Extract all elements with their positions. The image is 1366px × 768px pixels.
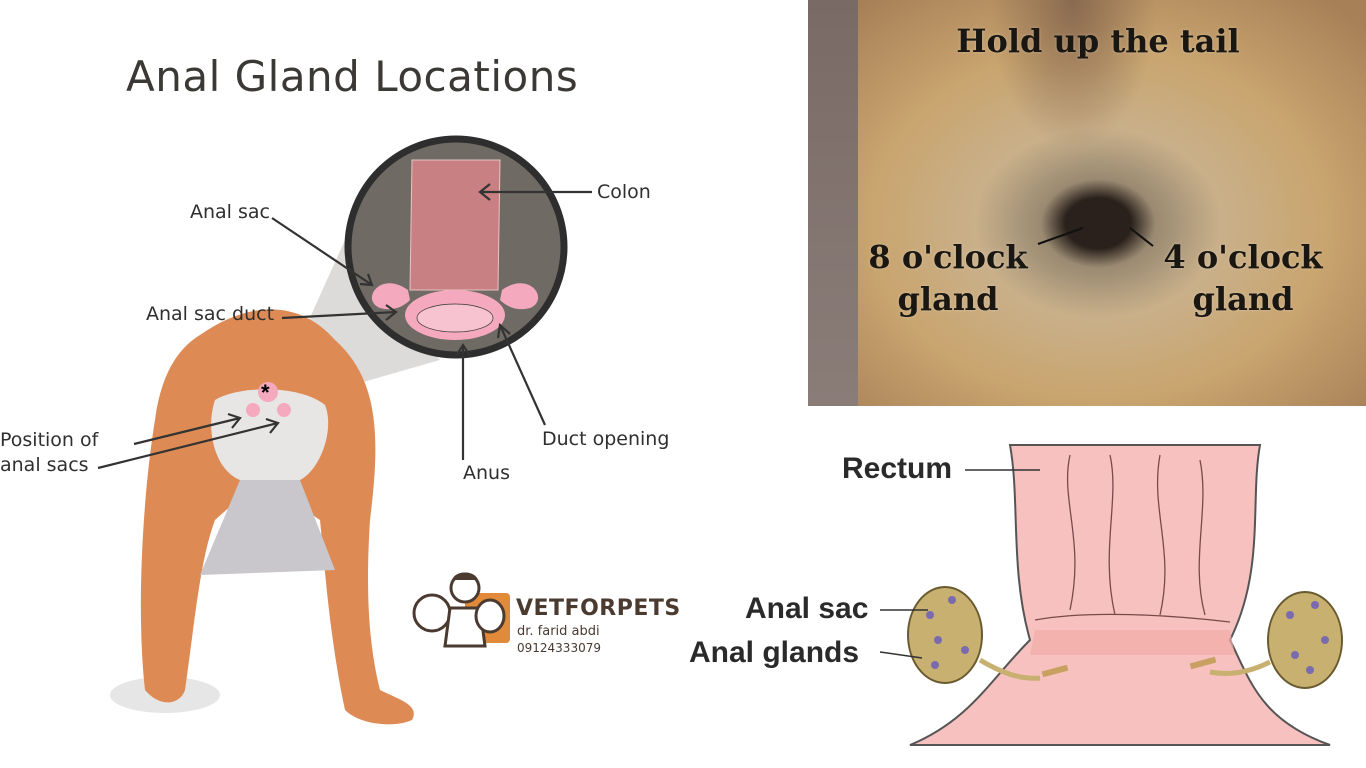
label-position-line1: Position of (0, 429, 99, 451)
right-anal-sac (500, 283, 539, 310)
label-rectum: Rectum (842, 452, 953, 485)
dog-photo: Hold up the tail 8 o'clock gland 4 o'clo… (808, 0, 1366, 406)
label-8-oclock-gland: 8 o'clock gland (863, 236, 1033, 320)
tail (988, 0, 1158, 150)
label-8-oclock-line2: gland (897, 280, 999, 318)
colon (409, 159, 501, 291)
label-anal-glands: Anal glands (689, 636, 860, 669)
dog-illustration: * (97, 135, 592, 725)
page-title: Anal Gland Locations (126, 52, 579, 101)
label-anal-sac: Anal sac (190, 201, 270, 223)
left-anal-sac-dot (246, 403, 260, 417)
logo-phone: 09124333079 (517, 641, 601, 655)
rectum-folds (1034, 454, 1231, 623)
label-anal-sac-diagram: Anal sac (745, 592, 869, 625)
dog-body (140, 309, 414, 725)
label-8-oclock-line1: 8 o'clock (868, 238, 1028, 276)
logo-doctor: dr. farid abdi (517, 624, 600, 639)
label-colon: Colon (597, 181, 651, 203)
label-4-oclock-gland: 4 o'clock gland (1158, 236, 1328, 320)
anus-marker (258, 382, 278, 402)
anal-gland-dots (926, 596, 1329, 674)
label-anal-sac-duct: Anal sac duct (146, 303, 275, 325)
label-4-oclock-line2: gland (1192, 280, 1294, 318)
photo-caption: Hold up the tail (956, 22, 1240, 60)
rectum (909, 444, 1331, 746)
anatomy-diagram (879, 444, 1343, 746)
right-anal-sac-dot (277, 403, 291, 417)
asterisk-icon: * (261, 380, 270, 405)
dog-underside (200, 480, 335, 575)
dog-belly (211, 389, 329, 480)
right-anal-sac (1267, 591, 1343, 689)
label-duct-opening: Duct opening (542, 428, 670, 450)
photo-background-left (808, 0, 858, 406)
photo-pointer-lines (1037, 227, 1154, 247)
label-position-line2: anal sacs (0, 454, 89, 476)
label-anus: Anus (463, 462, 510, 484)
left-anal-sac (907, 586, 983, 684)
label-arrows (97, 183, 592, 470)
left-anal-sac (371, 283, 410, 310)
label-4-oclock-line1: 4 o'clock (1163, 238, 1323, 276)
label-position-of-anal-sacs: Position of anal sacs (0, 428, 98, 478)
vet-logo-icon (412, 572, 510, 648)
logo-brand: VETFORPETS (516, 596, 681, 621)
